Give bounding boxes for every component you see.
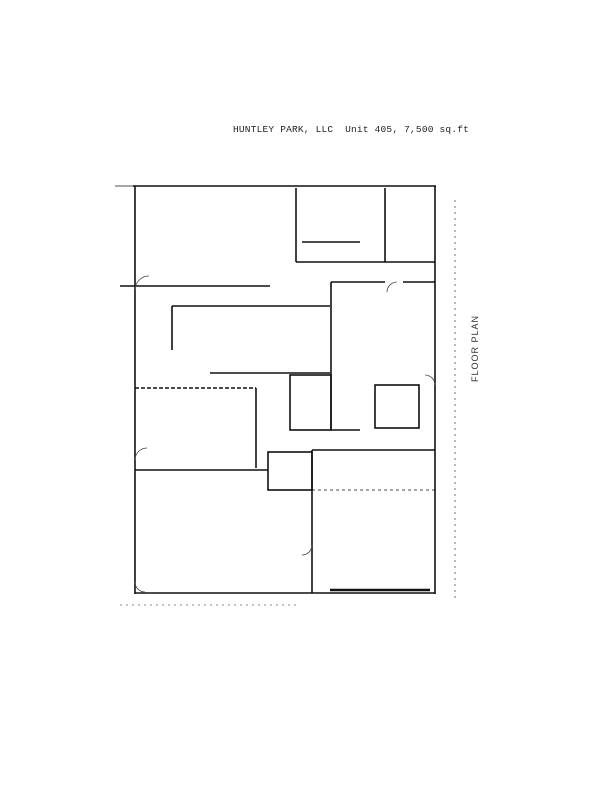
door-swing bbox=[134, 581, 146, 593]
door-swing bbox=[386, 281, 398, 293]
floor-plan-label: FLOOR PLAN bbox=[470, 314, 480, 382]
document-title: HUNTLEY PARK, LLC Unit 405, 7,500 sq.ft bbox=[233, 124, 470, 135]
door-swing bbox=[301, 544, 313, 556]
door-swing bbox=[424, 374, 436, 386]
door-swing bbox=[134, 447, 148, 461]
door-swing bbox=[134, 275, 150, 291]
